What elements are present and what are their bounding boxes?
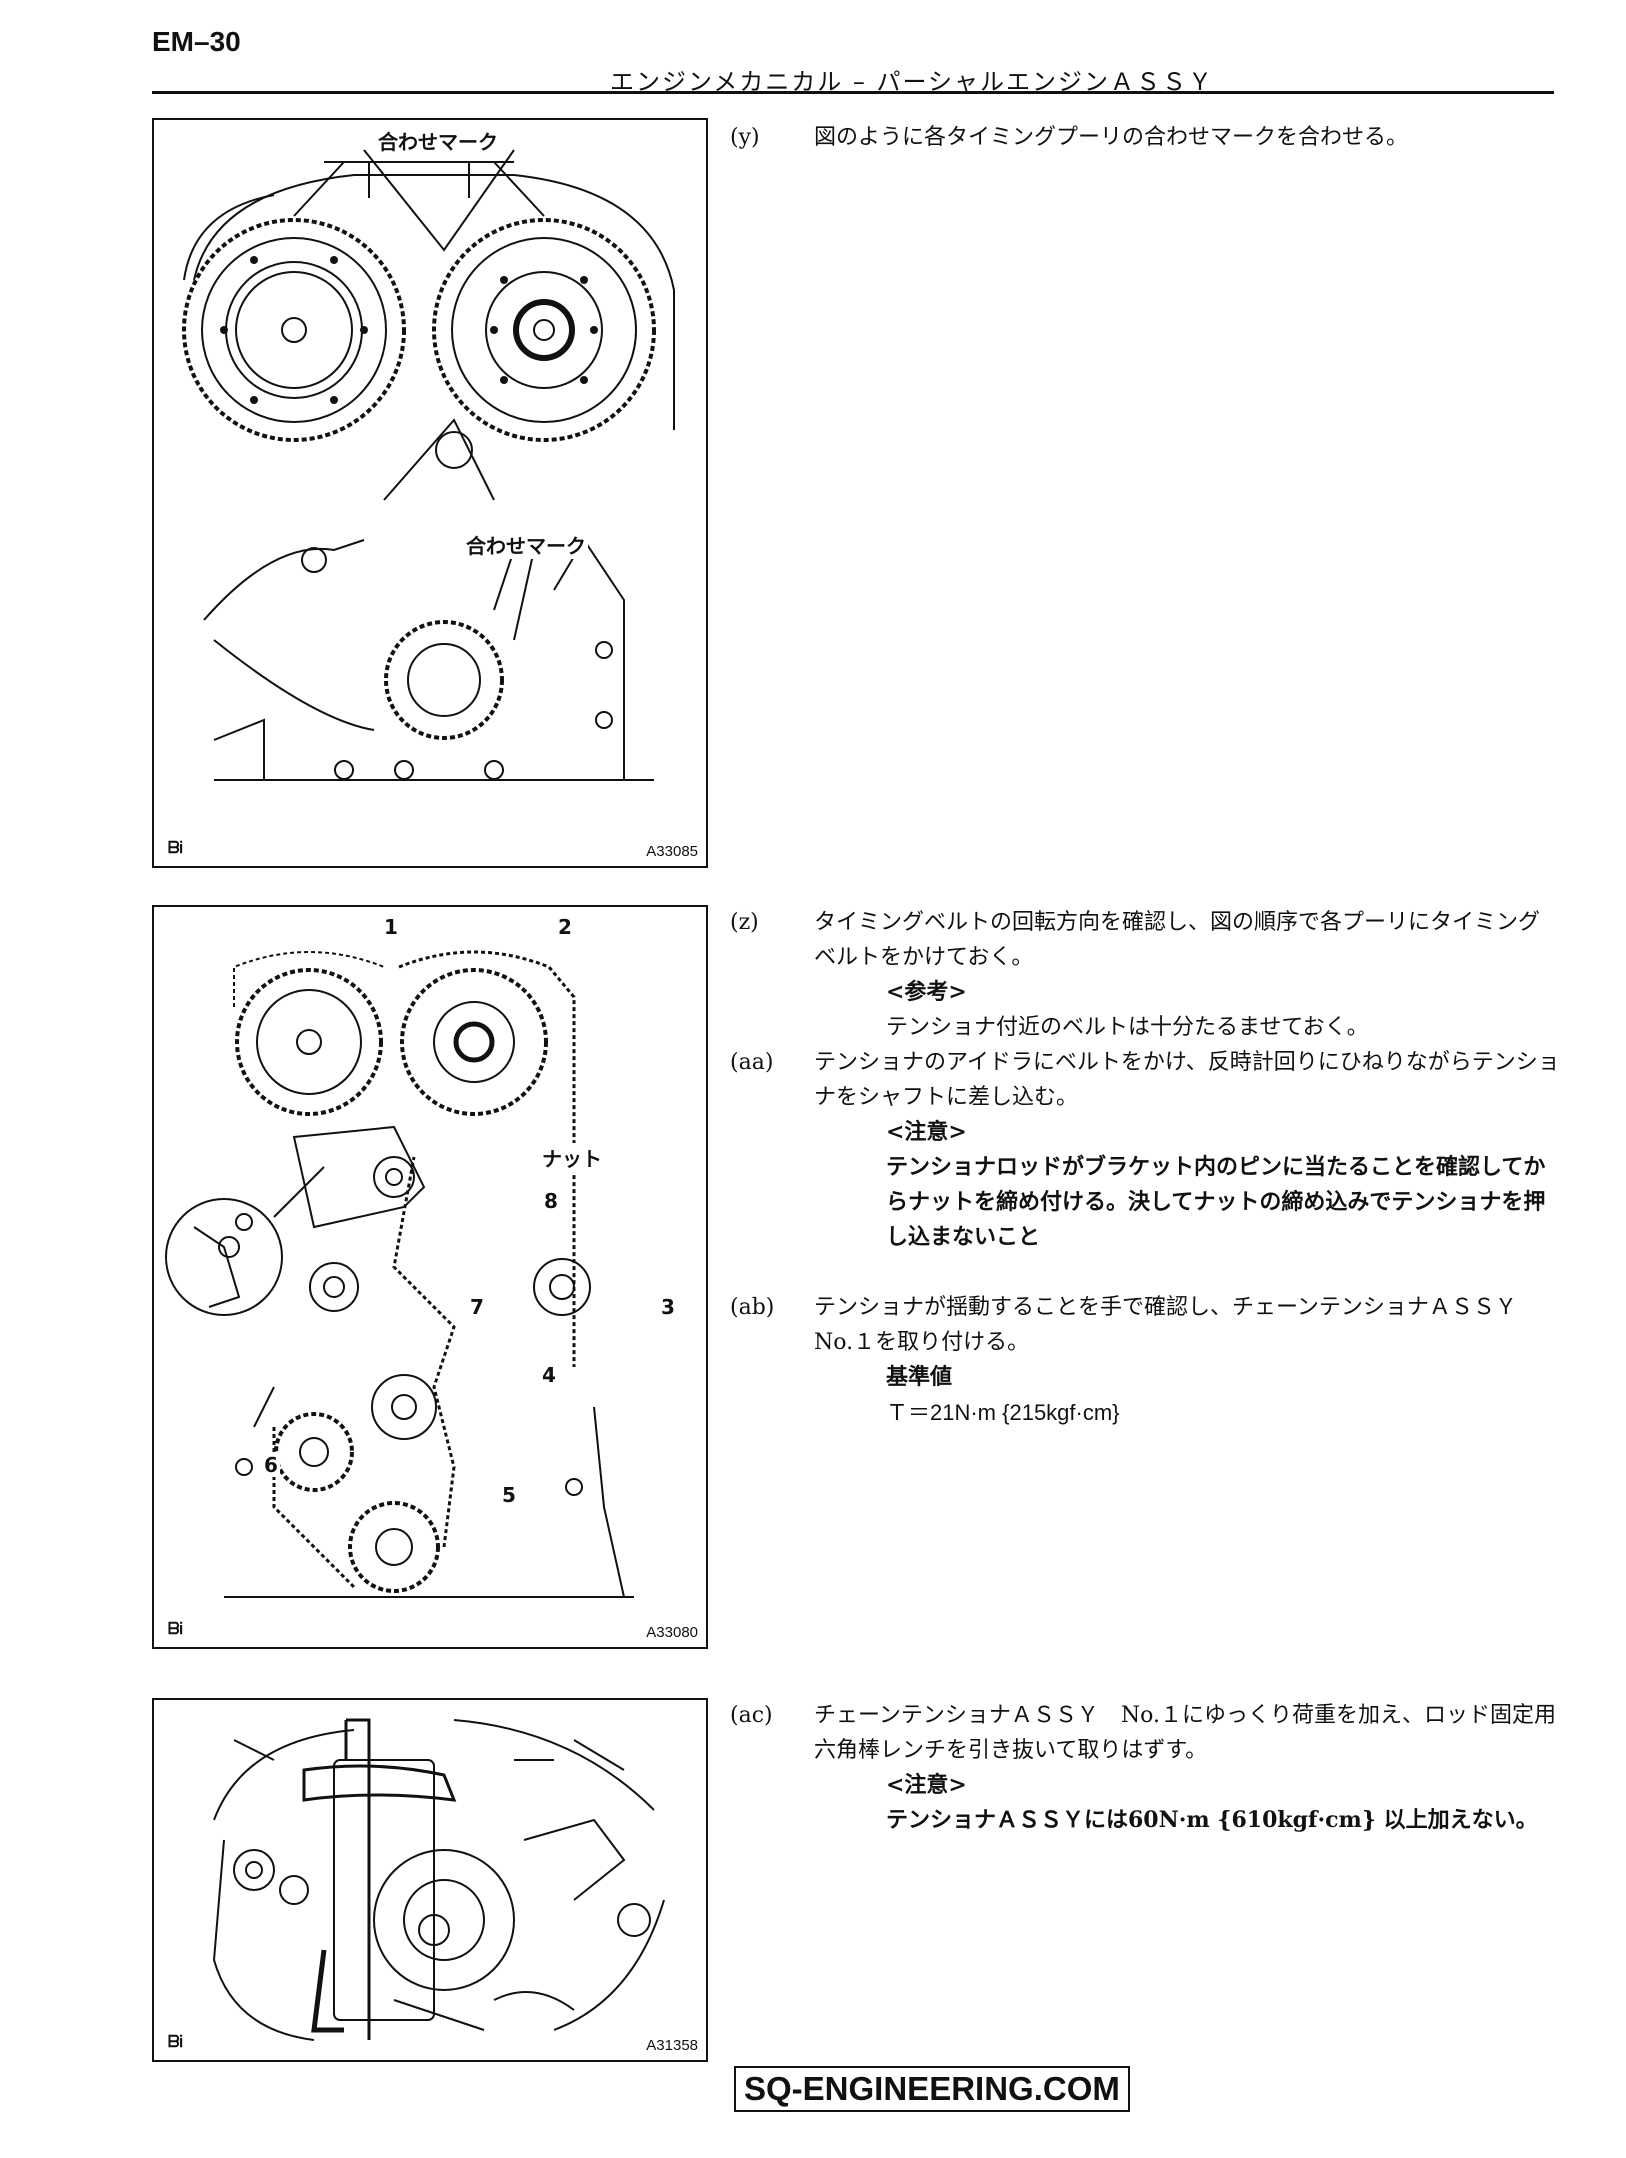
note-text: テンショナＡＳＳＹには60N·m {610kgf·cm} 以上加えない。 <box>886 1807 1538 1833</box>
step-label: (ac) <box>730 1703 773 1728</box>
match-mark-label-bottom: 合わせマーク <box>464 530 588 559</box>
figure-mark: ᗷᎥ <box>168 1621 183 1638</box>
timing-marks-illustration <box>182 149 675 781</box>
match-mark-label-top: 合わせマーク <box>376 126 500 155</box>
note-heading: <注意> <box>886 1119 967 1145</box>
figure-mark: ᗷᎥ <box>168 840 183 857</box>
pulley-number-6: 6 <box>262 1453 280 1477</box>
step-text: チェーンテンショナＡＳＳＹ No.１にゆっくり荷重を加え、ロッド固定用六角棒レン… <box>814 1703 1557 1763</box>
step-text: 図のように各タイミングプーリの合わせマークを合わせる。 <box>814 125 1409 150</box>
pulley-number-3: 3 <box>659 1295 677 1319</box>
pulley-number-2: 2 <box>556 915 574 939</box>
note-text: テンショナ付近のベルトは十分たるませておく。 <box>886 1015 1369 1040</box>
step-label: (z) <box>730 910 759 935</box>
spec-value: Ｔ＝21N·m {215kgf·cm} <box>886 1400 1120 1425</box>
figure-belt-routing: 1 2 3 4 5 6 7 8 ナット ᗷᎥ A33080 <box>152 905 708 1649</box>
step-label: (ab) <box>730 1295 775 1320</box>
footer-brand: SQ-ENGINEERING.COM <box>734 2066 1130 2112</box>
belt-routing-illustration <box>165 950 634 1598</box>
tensioner-pin-illustration <box>212 1718 665 2041</box>
step-ac: (ac) チェーンテンショナＡＳＳＹ No.１にゆっくり荷重を加え、ロッド固定用… <box>730 1698 1560 1838</box>
step-label: (aa) <box>730 1050 774 1075</box>
pulley-number-4: 4 <box>540 1363 558 1387</box>
nut-label: ナット <box>540 1143 604 1172</box>
step-text: タイミングベルトの回転方向を確認し、図の順序で各プーリにタイミングベルトをかけて… <box>814 910 1541 970</box>
step-y: (y) 図のように各タイミングプーリの合わせマークを合わせる。 <box>730 120 1560 155</box>
pulley-number-5: 5 <box>500 1483 518 1507</box>
step-text: テンショナのアイドラにベルトをかけ、反時計回りにひねりながらテンショナをシャフト… <box>814 1050 1560 1110</box>
figure-tensioner-pin: ᗷᎥ A31358 <box>152 1698 708 2062</box>
note-heading: <注意> <box>886 1772 967 1798</box>
header-rule <box>152 91 1554 94</box>
step-z: (z) タイミングベルトの回転方向を確認し、図の順序で各プーリにタイミングベルト… <box>730 905 1560 1045</box>
page-code: EM–30 <box>152 26 241 57</box>
step-ab: (ab) テンショナが揺動することを手で確認し、チェーンテンショナＡＳＳＹ No… <box>730 1290 1560 1430</box>
figure-code: A33085 <box>646 843 698 860</box>
figure-timing-marks: 合わせマーク 合わせマーク ᗷᎥ A33085 <box>152 118 708 868</box>
note-text: テンショナロッドがブラケット内のピンに当たることを確認してからナットを締め付ける… <box>886 1154 1546 1250</box>
note-heading: <参考> <box>886 979 967 1005</box>
pulley-number-7: 7 <box>468 1295 486 1319</box>
note-heading: 基準値 <box>886 1364 953 1390</box>
figure-code: A33080 <box>646 1624 698 1641</box>
pulley-number-8: 8 <box>542 1189 560 1213</box>
step-text: テンショナが揺動することを手で確認し、チェーンテンショナＡＳＳＹ No.１を取り… <box>814 1295 1539 1355</box>
figure-code: A31358 <box>646 2037 698 2054</box>
pulley-number-1: 1 <box>382 915 400 939</box>
step-label: (y) <box>730 125 760 150</box>
step-aa: (aa) テンショナのアイドラにベルトをかけ、反時計回りにひねりながらテンショナ… <box>730 1045 1560 1255</box>
figure-mark: ᗷᎥ <box>168 2034 183 2051</box>
